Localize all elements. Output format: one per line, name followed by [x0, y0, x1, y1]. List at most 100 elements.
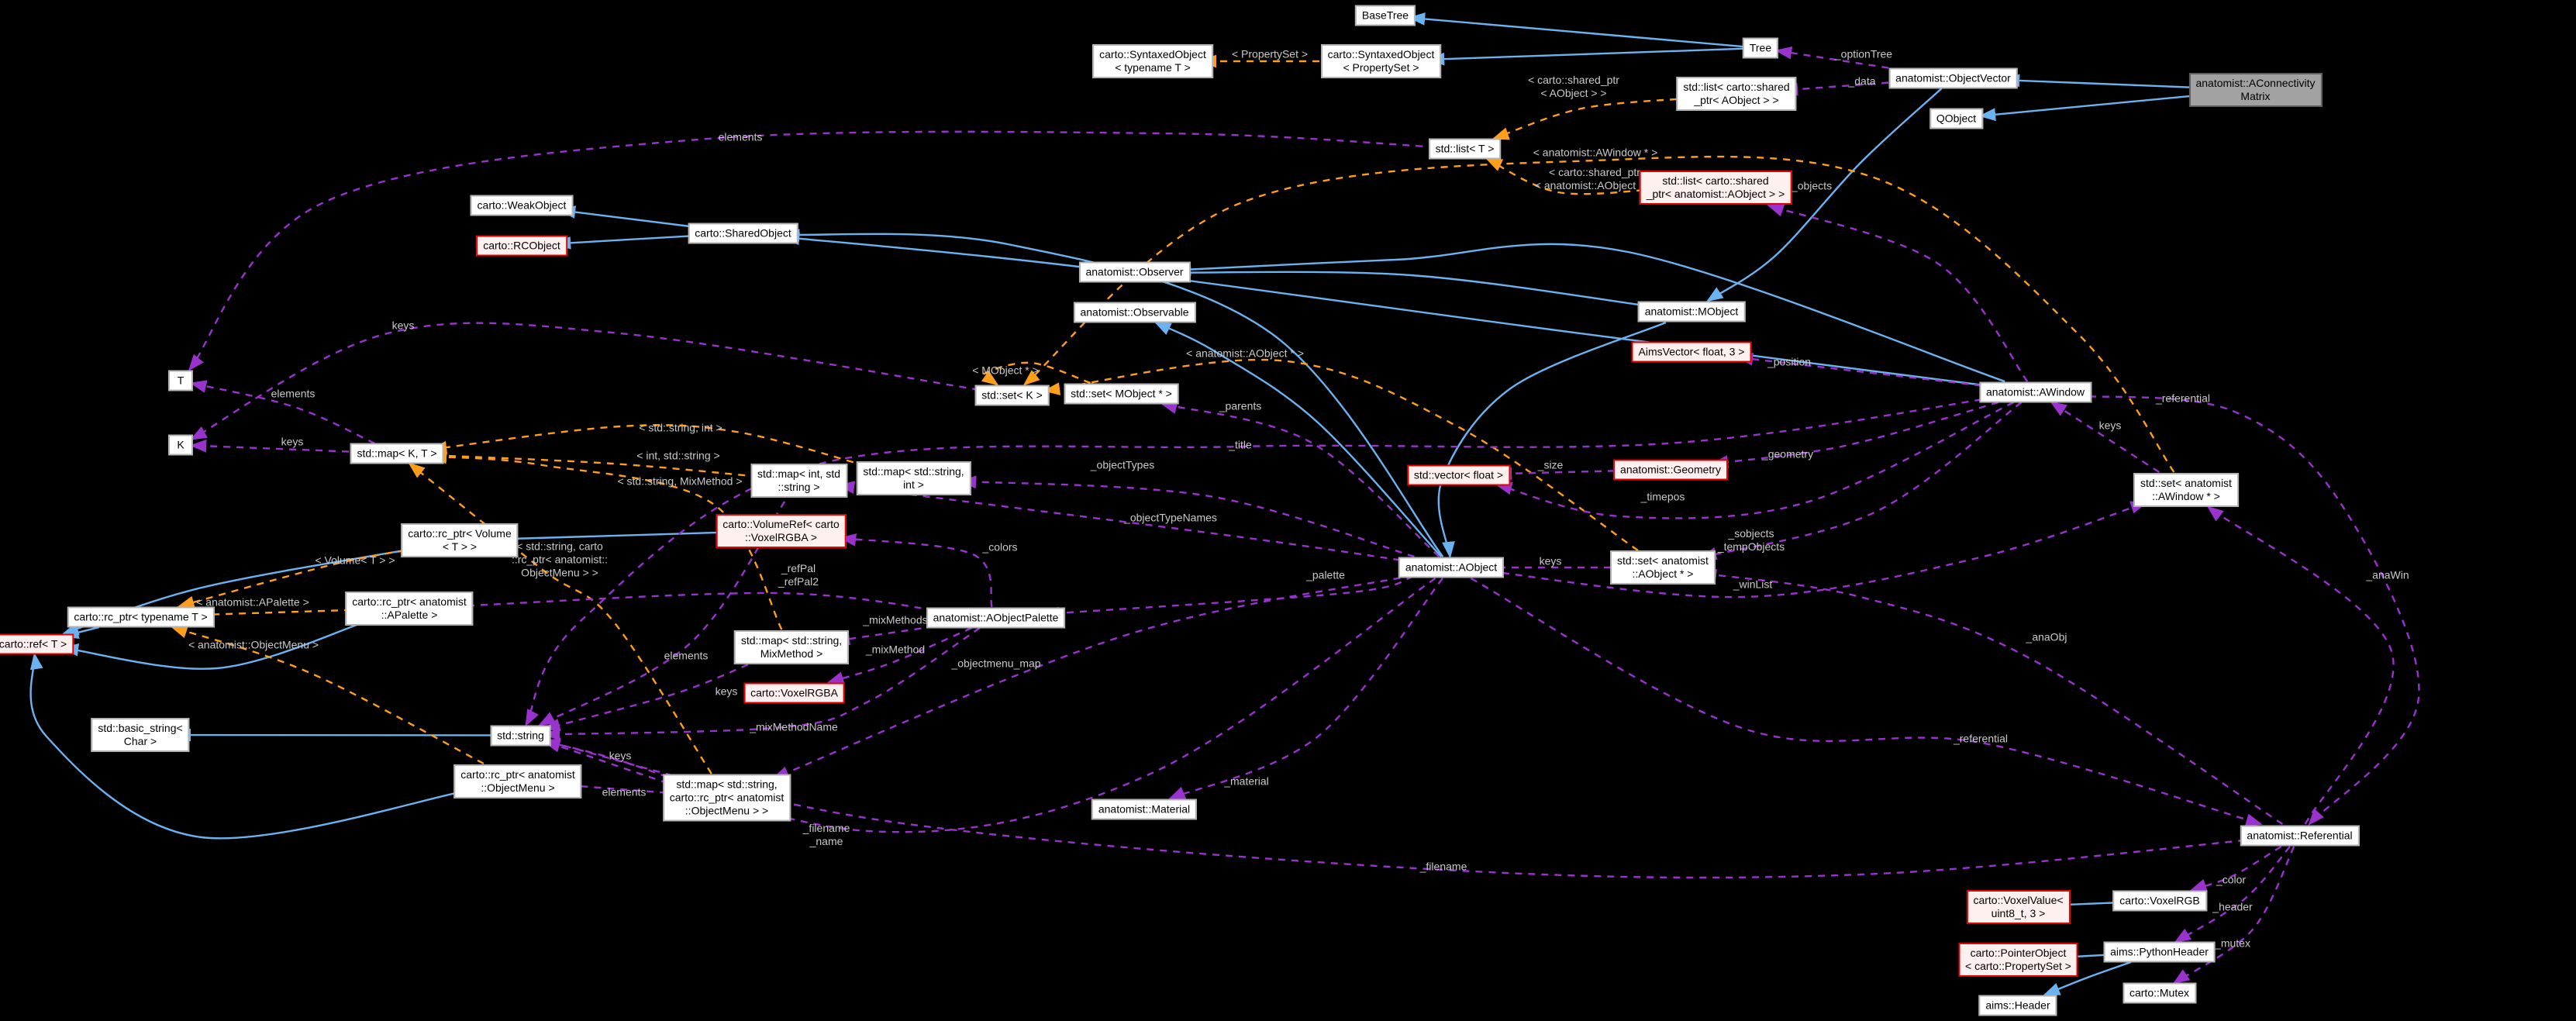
edge-inherit-shared_object-to-weak_object — [558, 205, 702, 229]
edge-usage-aobject-to-referential — [1470, 577, 2263, 826]
edge-usage-aobject-to-map_rcmenu — [771, 574, 1414, 780]
class-node-set_awindow[interactable]: std::set< anatomist::AWindow * > — [2133, 472, 2239, 507]
edge-label-_material: _material — [1224, 774, 1269, 788]
edge-template-rc_objectmenu-to-rc_typename — [170, 626, 485, 765]
class-node-map_int_string[interactable]: std::map< int, std::string > — [750, 463, 847, 498]
class-node-list_t[interactable]: std::list< T > — [1428, 138, 1502, 159]
edge-inherit-tree-to-base_tree — [1408, 12, 1745, 48]
class-node-mutex[interactable]: carto::Mutex — [2122, 982, 2197, 1004]
edge-label-_refpal: _refPal_refPal2 — [778, 562, 819, 588]
edge-inherit-rc_apalette-to-ref_t — [61, 621, 365, 670]
edge-label-_anaobj: _anaObj — [2026, 630, 2067, 643]
class-node-mobject[interactable]: anatomist::MObject — [1637, 301, 1746, 323]
edge-label-_parents: _parents — [1219, 399, 1262, 412]
class-node-referential[interactable]: anatomist::Referential — [2240, 825, 2360, 846]
class-node-map_kt[interactable]: std::map< K, T > — [350, 443, 444, 464]
class-node-aims_vector[interactable]: AimsVector< float, 3 > — [1631, 341, 1752, 363]
class-node-voxel_rgba[interactable]: carto::VoxelRGBA — [743, 682, 845, 704]
class-node-object_vector[interactable]: anatomist::ObjectVector — [1888, 67, 2018, 88]
edge-inherit-awindow-to-shared_object — [782, 232, 1995, 388]
edge-inherit-mobject-to-observer — [1174, 266, 1651, 308]
class-node-map_rcmenu[interactable]: std::map< std::string,carto::rc_ptr< ana… — [662, 774, 791, 821]
edge-label-elements: elements — [718, 130, 763, 143]
edge-usage-referential-to-set_awindow — [2206, 505, 2395, 825]
class-node-rc_volume[interactable]: carto::rc_ptr< Volume< T > > — [401, 523, 519, 557]
class-node-t_box[interactable]: T — [168, 370, 193, 391]
edge-label-keys: keys — [1539, 554, 1562, 567]
class-node-k_box[interactable]: K — [168, 434, 193, 456]
edge-label-keys: keys — [391, 319, 415, 332]
edge-usage-awindow-to-set_aobject — [1699, 402, 2023, 561]
class-node-tree[interactable]: Tree — [1742, 37, 1779, 59]
class-node-aobject_palette[interactable]: anatomist::AObjectPalette — [926, 607, 1066, 628]
class-node-base_tree[interactable]: BaseTree — [1354, 5, 1416, 26]
class-node-aobject[interactable]: anatomist::AObject — [1398, 557, 1505, 578]
edge-usage-referential-to-std_string — [543, 738, 2259, 879]
class-node-rc_object[interactable]: carto::RCObject — [476, 235, 567, 257]
edge-template-rc_apalette-to-rc_typename — [191, 608, 365, 622]
edge-usage-map_kt-to-k_box — [189, 439, 363, 454]
edge-label-_geometry: _geometry — [1761, 447, 1814, 460]
edge-inherit-object_vector-to-mobject — [1706, 88, 1943, 302]
edge-label-_winlist: _winList — [1733, 578, 1773, 591]
edge-template-map_int_string-to-map_kt — [429, 449, 759, 478]
class-node-rc_apalette[interactable]: carto::rc_ptr< anatomist::APalette > — [345, 591, 474, 626]
class-node-list_shared_anat[interactable]: std::list< carto::shared_ptr< anatomist:… — [1639, 170, 1792, 205]
edge-template-rc_volume-to-rc_typename — [177, 547, 419, 609]
class-node-observable[interactable]: anatomist::Observable — [1073, 302, 1196, 323]
edge-label-anatomistaobject: < anatomist::AObject * > — [1186, 347, 1304, 360]
class-node-set_mobject[interactable]: std::set< MObject * > — [1064, 383, 1179, 404]
edge-usage-set_awindow-to-awindow — [2050, 401, 2160, 474]
edge-usage-awindow-to-aims_vector — [1736, 352, 1995, 388]
class-node-voxel_rgb[interactable]: carto::VoxelRGB — [2112, 890, 2207, 912]
edge-label-stdstringcarto: < std::string, carto::rc_ptr< anatomist:… — [511, 540, 609, 579]
class-node-shared_object[interactable]: carto::SharedObject — [688, 222, 798, 243]
edge-label-_objects: _objects — [1791, 179, 1833, 192]
edge-template-list_shared_anat-to-list_t — [1485, 157, 1657, 195]
edge-label-_header: _header — [2212, 900, 2253, 913]
class-node-weak_object[interactable]: carto::WeakObject — [470, 195, 574, 216]
class-node-observer[interactable]: anatomist::Observer — [1078, 261, 1191, 283]
edge-label-intstdstring: < int, std::string > — [636, 449, 720, 462]
edge-usage-referential-to-python_header — [2174, 846, 2291, 943]
class-node-geometry[interactable]: anatomist::Geometry — [1613, 459, 1728, 480]
edge-label-_palette: _palette — [1306, 568, 1345, 581]
class-node-aims_header[interactable]: aims::Header — [1978, 995, 2057, 1016]
class-node-material[interactable]: anatomist::Material — [1091, 799, 1198, 820]
class-node-map_string_int[interactable]: std::map< std::string,int > — [856, 461, 971, 495]
class-node-list_shared_aobject[interactable]: std::list< carto::shared_ptr< AObject > … — [1676, 77, 1797, 111]
edge-label-propertyset: < PropertySet > — [1231, 47, 1309, 60]
class-node-map_mixmethod[interactable]: std::map< std::string,MixMethod > — [733, 630, 850, 664]
edge-label-_anawin: _anaWin — [2366, 568, 2409, 581]
edge-usage-aobject-to-set_mobject — [1160, 401, 1440, 557]
edge-inherit-tree-to-syntaxed_ps — [1427, 47, 1745, 66]
edge-label-keys: keys — [715, 685, 738, 698]
class-node-vector_float[interactable]: std::vector< float > — [1406, 464, 1511, 485]
class-node-rc_objectmenu[interactable]: carto::rc_ptr< anatomist::ObjectMenu > — [453, 764, 582, 799]
class-node-set_aobject[interactable]: std::set< anatomist::AObject * > — [1610, 550, 1716, 585]
class-node-set_k[interactable]: std::set< K > — [974, 385, 1050, 405]
edge-template-list_shared_aobject-to-list_t — [1491, 97, 1691, 140]
class-node-volume_ref[interactable]: carto::VolumeRef< carto::VoxelRGBA > — [716, 513, 847, 548]
class-node-syntaxed_ps[interactable]: carto::SyntaxedObject< PropertySet > — [1320, 44, 1442, 78]
edge-label-_color: _color — [2216, 873, 2247, 886]
class-node-voxel_value[interactable]: carto::VoxelValue<uint8_t, 3 > — [1966, 889, 2071, 924]
edge-inherit-aconnectivity-to-object_vector — [2002, 74, 2195, 89]
class-node-std_string[interactable]: std::string — [490, 725, 551, 746]
class-node-awindow[interactable]: anatomist::AWindow — [1978, 381, 2092, 402]
class-node-rc_typename[interactable]: carto::rc_ptr< typename T > — [67, 606, 215, 627]
class-node-python_header[interactable]: aims::PythonHeader — [2103, 941, 2216, 963]
edge-label-_objecttypes: _objectTypes — [1090, 458, 1155, 471]
class-node-basic_string[interactable]: std::basic_string<Char > — [91, 718, 190, 752]
edge-usage-aobject_palette-to-std_string — [543, 626, 981, 741]
edge-label-_size: _size — [1537, 458, 1564, 471]
edge-usage-aobject-to-material — [1168, 578, 1443, 800]
class-node-ref_t[interactable]: carto::ref< T > — [0, 633, 74, 654]
class-node-syntaxed_t[interactable]: carto::SyntaxedObject< typename T > — [1092, 44, 1213, 78]
edge-inherit-mobject-to-aobject — [1437, 321, 1667, 559]
edge-label-_mutex: _mutex — [2215, 936, 2250, 950]
class-node-qobject[interactable]: QObject — [1929, 108, 1984, 129]
class-node-pointer_object[interactable]: carto::PointerObject< carto::PropertySet… — [1958, 943, 2078, 977]
edge-label-keys: keys — [281, 435, 304, 448]
